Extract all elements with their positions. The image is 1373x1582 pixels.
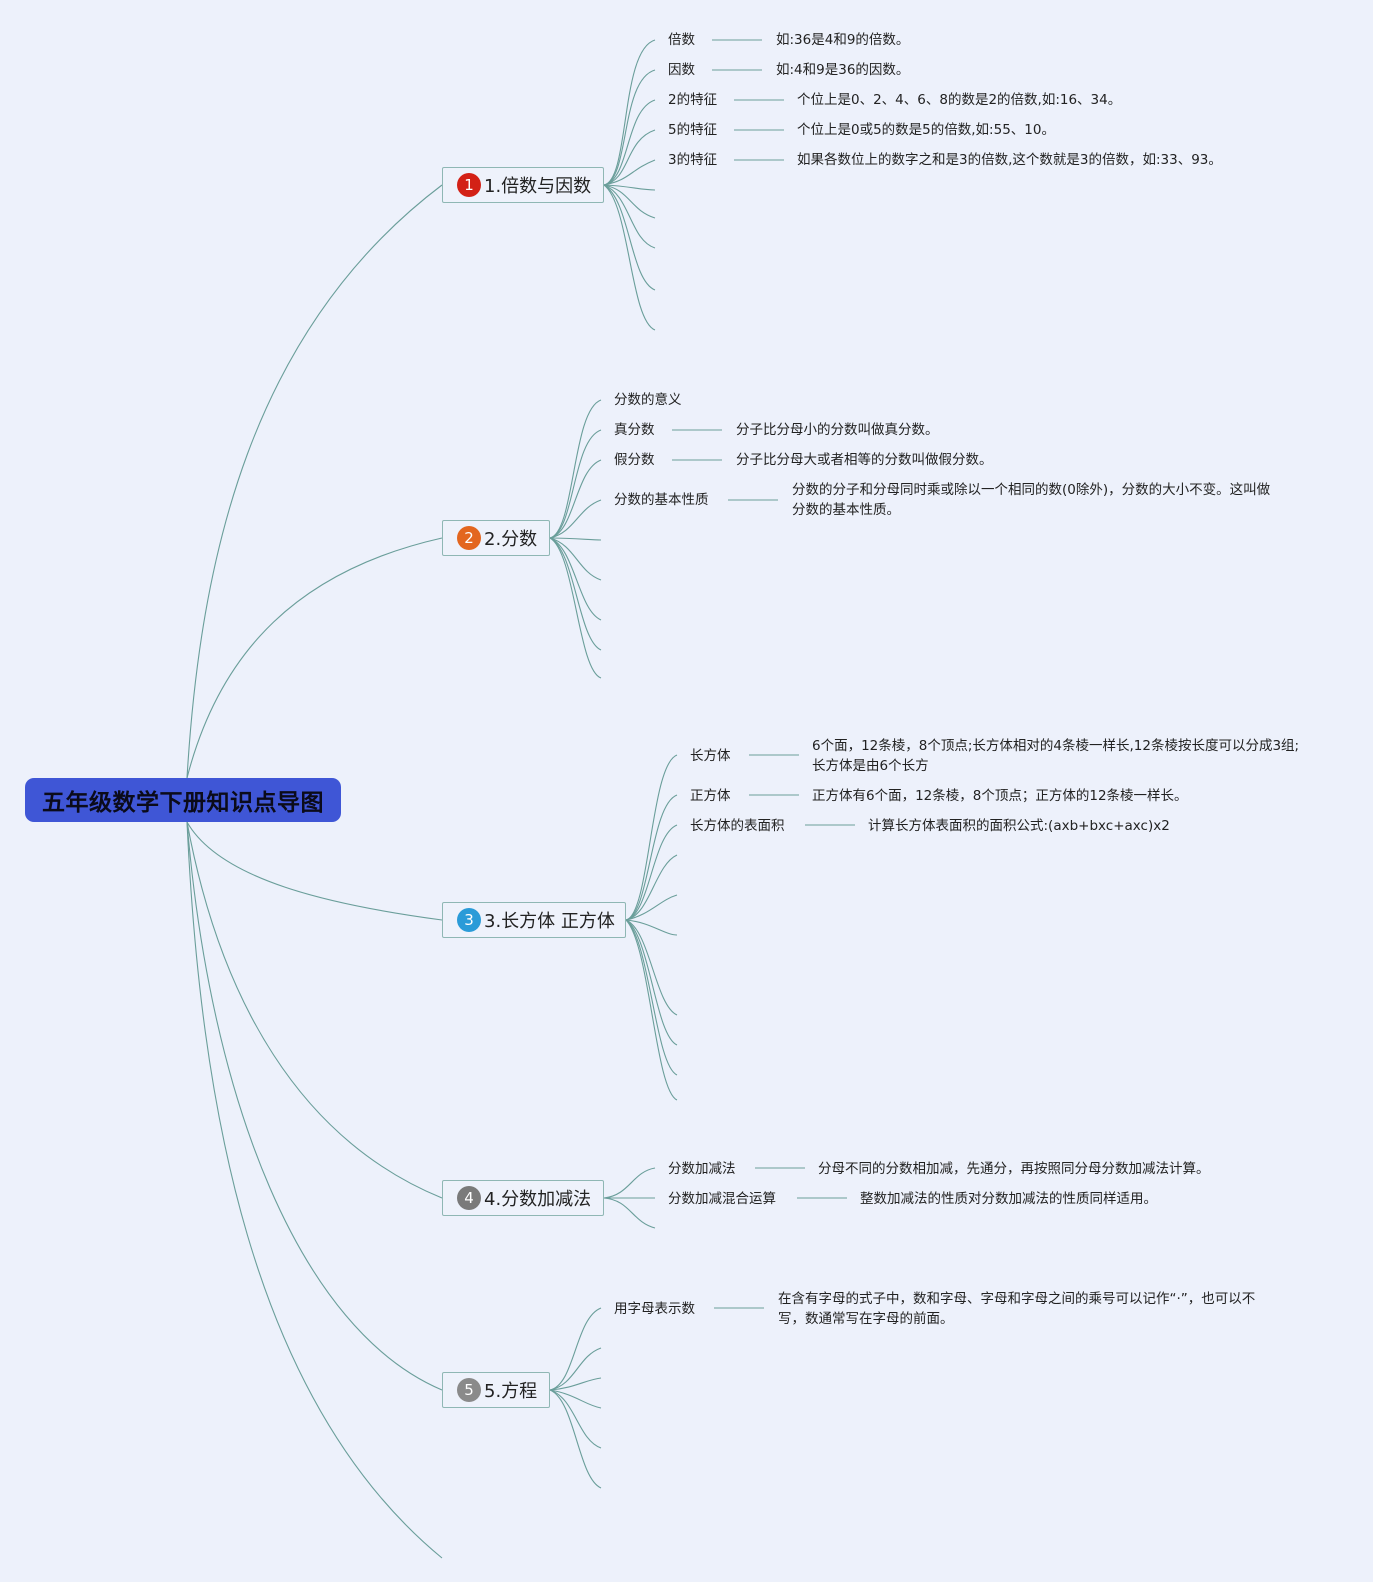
link-root-branch-1 bbox=[186, 184, 443, 779]
topic-proper-fraction[interactable]: 真分数 bbox=[614, 422, 655, 438]
detail-letters-line2: 写，数通常写在字母的前面。 bbox=[778, 1311, 954, 1327]
detail-fraction-property-line1: 分数的分子和分母同时乘或除以一个相同的数(0除外)，分数的大小不变。这叫做 bbox=[792, 482, 1271, 498]
link-root-branch-5 bbox=[186, 821, 443, 1391]
link-root-branch-3 bbox=[186, 821, 443, 921]
branch-3-label: 3.长方体 正方体 bbox=[484, 911, 615, 932]
number-4-icon: 4 bbox=[457, 1186, 481, 1210]
topic-fraction-property[interactable]: 分数的基本性质 bbox=[614, 492, 709, 508]
detail-improper-fraction: 分子比分母大或者相等的分数叫做假分数。 bbox=[736, 452, 993, 468]
detail-fraction-property-line2: 分数的基本性质。 bbox=[792, 502, 900, 518]
link-root-branch-4 bbox=[186, 821, 443, 1199]
number-1-icon: 1 bbox=[457, 173, 481, 197]
detail-feature-2: 个位上是0、2、4、6、8的数是2的倍数,如:16、34。 bbox=[797, 92, 1122, 108]
topic-feature-5[interactable]: 5的特征 bbox=[668, 122, 718, 138]
topic-feature-2[interactable]: 2的特征 bbox=[668, 92, 718, 108]
topic-cube[interactable]: 正方体 bbox=[690, 788, 731, 804]
root-title: 五年级数学下册知识点导图 bbox=[42, 790, 324, 816]
branch-5-label: 5.方程 bbox=[484, 1381, 538, 1402]
topic-feature-3[interactable]: 3的特征 bbox=[668, 152, 718, 168]
detail-cuboid-line2: 长方体是由6个长方 bbox=[812, 758, 929, 774]
branch-5-node[interactable]: 5 5.方程 bbox=[442, 1372, 550, 1408]
topic-improper-fraction[interactable]: 假分数 bbox=[614, 452, 655, 468]
detail-fraction-add-sub: 分母不同的分数相加减，先通分，再按照同分母分数加减法计算。 bbox=[818, 1161, 1210, 1177]
branch-3-node[interactable]: 3 3.长方体 正方体 bbox=[442, 902, 626, 938]
detail-cuboid-surface: 计算长方体表面积的面积公式:(axb+bxc+axc)x2 bbox=[868, 818, 1170, 834]
topic-fraction-add-sub[interactable]: 分数加减法 bbox=[668, 1161, 736, 1177]
link-root-branch-2 bbox=[186, 537, 443, 779]
detail-cube: 正方体有6个面，12条棱，8个顶点；正方体的12条棱一样长。 bbox=[812, 788, 1188, 804]
topic-cuboid[interactable]: 长方体 bbox=[690, 748, 731, 764]
topic-letters-for-numbers[interactable]: 用字母表示数 bbox=[614, 1301, 695, 1317]
branch-2-node[interactable]: 2 2.分数 bbox=[442, 520, 550, 556]
detail-cuboid-line1: 6个面，12条棱，8个顶点;长方体相对的4条棱一样长,12条棱按长度可以分成3组… bbox=[812, 738, 1300, 754]
branch-1-label: 1.倍数与因数 bbox=[484, 176, 592, 197]
number-3-icon: 3 bbox=[457, 908, 481, 932]
branch-4-node[interactable]: 4 4.分数加减法 bbox=[442, 1180, 604, 1216]
detail-feature-3: 如果各数位上的数字之和是3的倍数,这个数就是3的倍数，如:33、93。 bbox=[797, 152, 1222, 168]
topic-cuboid-surface[interactable]: 长方体的表面积 bbox=[690, 818, 785, 834]
topic-fraction-meaning[interactable]: 分数的意义 bbox=[614, 392, 682, 408]
number-5-icon: 5 bbox=[457, 1378, 481, 1402]
topic-multiple[interactable]: 倍数 bbox=[668, 32, 695, 48]
link-root-tail bbox=[186, 821, 443, 1559]
detail-fraction-mixed: 整数加减法的性质对分数加减法的性质同样适用。 bbox=[860, 1191, 1157, 1207]
branch-1-node[interactable]: 1 1.倍数与因数 bbox=[442, 167, 604, 203]
detail-letters-line1: 在含有字母的式子中，数和字母、字母和字母之间的乘号可以记作“·”，也可以不 bbox=[778, 1291, 1256, 1307]
detail-feature-5: 个位上是0或5的数是5的倍数,如:55、10。 bbox=[797, 122, 1055, 138]
detail-proper-fraction: 分子比分母小的分数叫做真分数。 bbox=[736, 422, 939, 438]
topic-fraction-mixed[interactable]: 分数加减混合运算 bbox=[668, 1191, 776, 1207]
topic-factor[interactable]: 因数 bbox=[668, 62, 695, 78]
detail-multiple: 如:36是4和9的倍数。 bbox=[776, 32, 910, 48]
detail-factor: 如:4和9是36的因数。 bbox=[776, 62, 910, 78]
root-topic[interactable]: 五年级数学下册知识点导图 bbox=[25, 778, 341, 822]
branch-2-label: 2.分数 bbox=[484, 529, 538, 550]
branch-4-label: 4.分数加减法 bbox=[484, 1189, 592, 1210]
number-2-icon: 2 bbox=[457, 526, 481, 550]
